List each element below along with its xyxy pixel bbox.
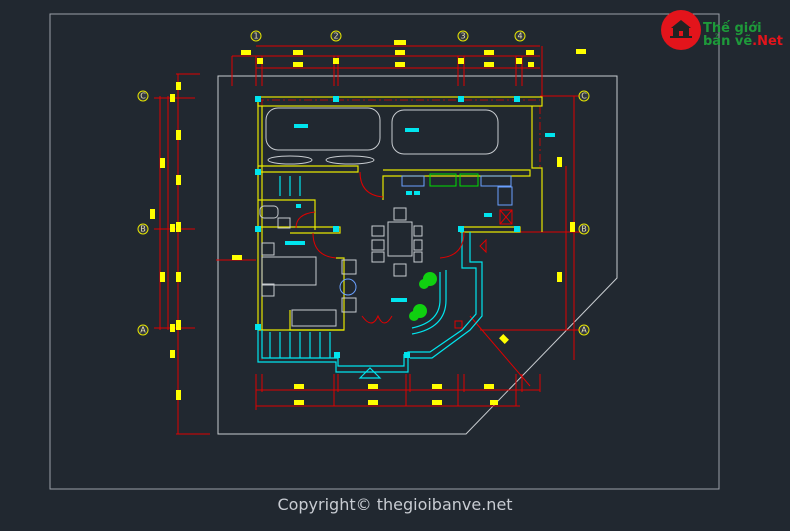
drawing-frame (49, 13, 720, 490)
grid-bubble-c-right: C (578, 90, 590, 102)
dining-table (387, 221, 413, 257)
grid-bubble-3: 3 (457, 30, 469, 42)
logo-suffix: .Net (752, 34, 784, 49)
logo-line2: bản vẽ.Net (703, 35, 783, 49)
grid-bubble-b-right: B (578, 223, 590, 235)
motorbike-2 (325, 155, 375, 165)
grid-bubble-4: 4 (514, 30, 526, 42)
walls (257, 96, 543, 331)
columns (255, 96, 520, 358)
grid-bubble-1: 1 (250, 30, 262, 42)
car-1 (265, 107, 381, 151)
svg-text:A: A (581, 326, 587, 335)
svg-text:4: 4 (517, 32, 522, 41)
motorbike-1 (267, 155, 313, 165)
grid-bubbles-top: 1 2 3 4 (250, 30, 526, 42)
car-2 (391, 109, 499, 155)
brand-logo: Thế giới bản vẽ.Net (661, 10, 786, 50)
svg-text:C: C (581, 92, 587, 101)
kitchen-appliances (429, 173, 479, 187)
room-labels (285, 124, 555, 302)
svg-text:3: 3 (460, 32, 465, 41)
copyright-text: Copyright© thegioibanve.net (277, 495, 513, 514)
dimension-labels (150, 40, 586, 405)
svg-text:B: B (581, 225, 587, 234)
exterior-walls (257, 176, 483, 379)
bed (261, 256, 317, 286)
logo-circle (661, 10, 701, 50)
svg-text:2: 2 (333, 32, 338, 41)
grid-bubble-2: 2 (330, 30, 342, 42)
grid-bubble-b-left: B (137, 223, 149, 235)
furniture (259, 107, 513, 327)
toilet (259, 205, 279, 219)
svg-text:B: B (140, 225, 146, 234)
logo-line1: Thế giới (703, 21, 762, 36)
logo-line2-text: bản vẽ (703, 34, 753, 49)
grid-bubbles-right: C B A (578, 90, 590, 336)
doors (295, 171, 513, 329)
grid-bubble-a-right: A (578, 324, 590, 336)
grid-bubble-a-left: A (137, 324, 149, 336)
grid-axes (256, 99, 541, 360)
svg-text:1: 1 (253, 32, 258, 41)
plants (409, 272, 437, 321)
grid-bubbles-left: C B A (137, 90, 149, 336)
round-table (339, 278, 357, 296)
svg-text:C: C (140, 92, 146, 101)
site-boundary (217, 75, 618, 435)
svg-text:A: A (140, 326, 146, 335)
house-icon (670, 20, 692, 38)
grid-bubble-c-left: C (137, 90, 149, 102)
